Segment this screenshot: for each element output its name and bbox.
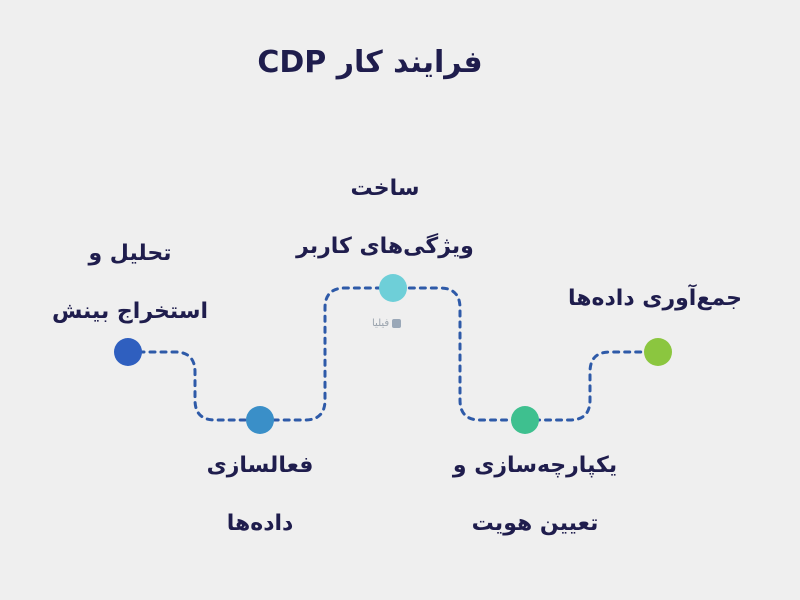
step-label-collect: جمع‌آوری داده‌ها [540,270,770,328]
step-node-activate [246,406,274,434]
watermark-logo-icon [392,319,402,328]
step-label-line: یکپارچه‌سازی و [452,453,618,478]
step-label-build-features: ساخت ویژگی‌های کاربر [280,160,490,276]
step-label-line: جمع‌آوری داده‌ها [568,286,742,311]
step-label-line: ویژگی‌های کاربر [296,234,474,259]
watermark-text: فیلیا [372,318,390,329]
step-label-line: داده‌ها [226,511,294,536]
step-label-line: تحلیل و [88,241,172,266]
step-node-integrate [511,406,539,434]
watermark: فیلیا [372,318,402,329]
diagram-title: فرایند کار CDP [257,45,483,80]
step-label-line: فعالسازی [206,453,314,478]
step-node-analyze [114,338,142,366]
step-label-activate: فعالسازی داده‌ها [180,437,340,553]
step-node-build-features [379,274,407,302]
step-label-line: استخراج بینش [51,299,209,324]
step-label-analyze: تحلیل و استخراج بینش [30,225,230,341]
step-label-line: تعیین هویت [471,511,599,536]
step-label-integrate: یکپارچه‌سازی و تعیین هویت [435,437,635,553]
step-node-collect [644,338,672,366]
step-label-line: ساخت [350,176,420,201]
